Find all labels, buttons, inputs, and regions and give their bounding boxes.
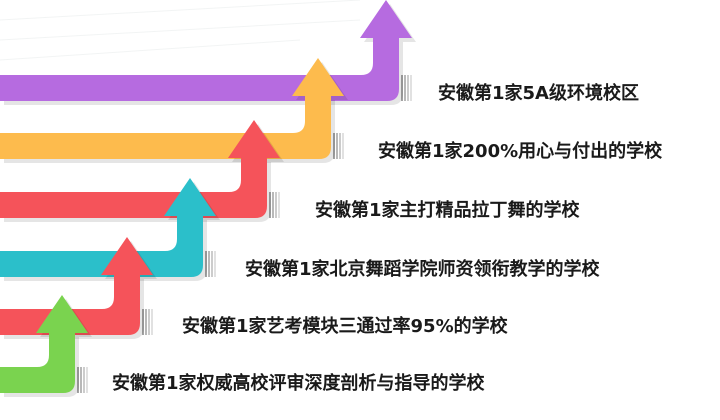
step-arrow-stripe xyxy=(208,251,210,277)
arrows-layer xyxy=(0,0,416,397)
step-arrow-3 xyxy=(0,178,220,281)
step-arrow-4 xyxy=(0,120,284,222)
step-arrow-shape xyxy=(0,295,88,393)
step-arrow-stripe xyxy=(272,192,274,218)
step-arrow-shape xyxy=(0,178,216,277)
step-arrow-stripe xyxy=(86,367,88,393)
step-arrow-stripe xyxy=(205,251,207,277)
step-label-6: 安徽第1家5A级环境校区 xyxy=(438,83,639,104)
step-arrow-stripe xyxy=(80,367,82,393)
step-arrow-stripe xyxy=(145,309,147,335)
step-arrow-6 xyxy=(0,0,416,105)
step-arrow-stripe xyxy=(211,251,213,277)
step-label-4: 安徽第1家主打精品拉丁舞的学校 xyxy=(315,200,580,221)
step-arrow-stripe xyxy=(278,192,280,218)
step-arrow-stripe xyxy=(148,309,150,335)
step-label-1: 安徽第1家权威高校评审深度剖析与指导的学校 xyxy=(112,373,485,394)
step-arrow-stripe xyxy=(214,251,216,277)
step-label-5: 安徽第1家200%用心与付出的学校 xyxy=(378,141,663,162)
step-arrow-stripe xyxy=(336,133,338,159)
step-arrow-stripe xyxy=(83,367,85,393)
step-arrow-stripe xyxy=(407,75,409,101)
step-arrow-2 xyxy=(0,237,157,339)
step-arrow-stripe xyxy=(339,133,341,159)
step-arrow-stripe xyxy=(142,309,144,335)
step-label-2: 安徽第1家艺考模块三通过率95%的学校 xyxy=(182,316,508,337)
step-arrow-stripe xyxy=(410,75,412,101)
step-arrow-stripe xyxy=(401,75,403,101)
background-pattern xyxy=(0,0,361,61)
step-arrow-stripe xyxy=(275,192,277,218)
step-arrow-shape xyxy=(0,120,280,218)
step-arrow-stripe xyxy=(404,75,406,101)
step-arrow-5 xyxy=(0,58,348,163)
step-arrow-shape xyxy=(0,58,344,159)
step-arrow-stripe xyxy=(269,192,271,218)
step-arrow-1 xyxy=(0,295,92,397)
step-arrow-shape xyxy=(0,237,153,335)
step-arrow-shape xyxy=(0,0,412,101)
step-arrow-stripe xyxy=(151,309,153,335)
step-label-3: 安徽第1家北京舞蹈学院师资领衔教学的学校 xyxy=(245,259,600,280)
step-arrow-stripe xyxy=(333,133,335,159)
step-arrow-stripe xyxy=(77,367,79,393)
step-arrow-stripe xyxy=(342,133,344,159)
